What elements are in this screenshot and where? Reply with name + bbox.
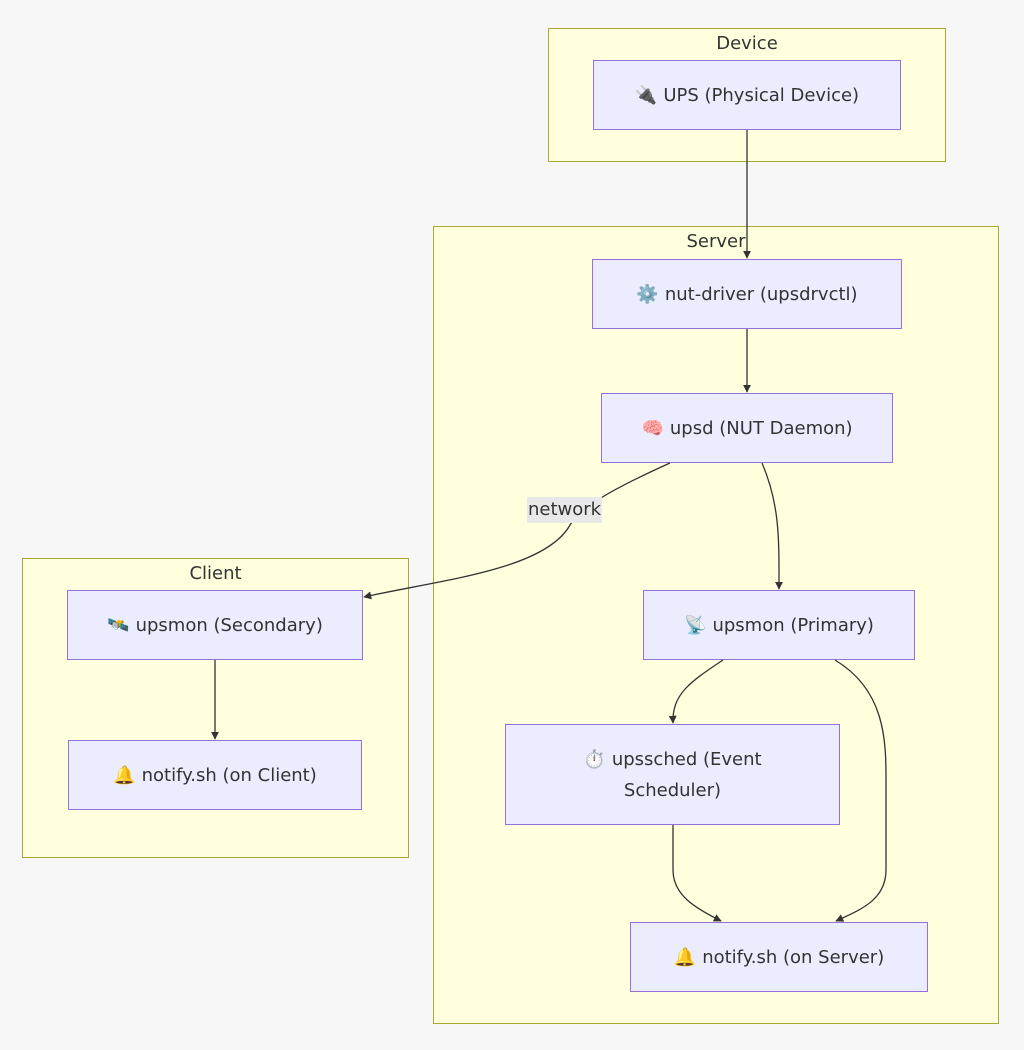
upsmon-primary-node[interactable]: 📡 upsmon (Primary) [643, 590, 915, 660]
ups-node[interactable]: 🔌 UPS (Physical Device) [593, 60, 901, 130]
upsmon-secondary-node-label: upsmon (Secondary) [135, 614, 323, 636]
bell-icon: 🔔 [673, 946, 697, 968]
stopwatch-icon: ⏱️ [583, 748, 606, 770]
notify-server-node-label: notify.sh (on Server) [702, 946, 885, 968]
upssched-node-text: ⏱️upssched (Event Scheduler) [573, 744, 773, 806]
network-edge-label: network [527, 497, 603, 523]
device-cluster-title: Device [716, 33, 778, 54]
upsd-node[interactable]: 🧠 upsd (NUT Daemon) [601, 393, 893, 463]
upsmon-secondary-node[interactable]: 🛰️ upsmon (Secondary) [67, 590, 363, 660]
server-cluster-title: Server [686, 231, 746, 252]
nut-driver-node[interactable]: ⚙️ nut-driver (upsdrvctl) [592, 259, 902, 329]
ups-node-label: UPS (Physical Device) [663, 84, 860, 106]
client-cluster-title: Client [189, 563, 242, 584]
brain-icon: 🧠 [641, 417, 664, 439]
bell-icon: 🔔 [113, 764, 136, 786]
notify-client-node[interactable]: 🔔 notify.sh (on Client) [68, 740, 362, 810]
gear-icon: ⚙️ [636, 283, 659, 305]
upsmon-primary-node-label: upsmon (Primary) [712, 614, 874, 636]
upssched-node-label: upssched (Event Scheduler) [611, 748, 762, 801]
notify-client-node-label: notify.sh (on Client) [141, 764, 317, 786]
upssched-node[interactable]: ⏱️upssched (Event Scheduler) [505, 724, 840, 825]
notify-server-node[interactable]: 🔔 notify.sh (on Server) [630, 922, 928, 992]
satellite-antenna-icon: 📡 [684, 614, 707, 636]
upsd-node-label: upsd (NUT Daemon) [669, 417, 853, 439]
plug-icon: 🔌 [634, 84, 658, 106]
satellite-icon: 🛰️ [107, 614, 130, 636]
nut-driver-node-label: nut-driver (upsdrvctl) [664, 283, 858, 305]
